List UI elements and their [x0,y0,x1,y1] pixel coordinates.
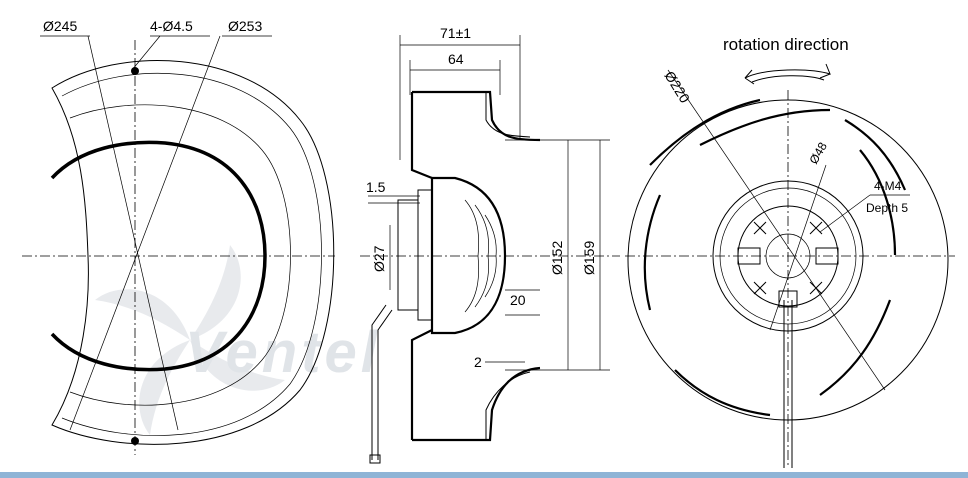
bottom-accent-bar [0,472,968,478]
right-hub-outer [712,180,864,332]
right-hub-slot-left [737,247,761,265]
label-d48: Ø48 [806,140,830,167]
label-d27: Ø27 [371,245,387,272]
right-impeller-blades [643,98,907,417]
left-inlet-opening [50,140,267,372]
mid-impeller-bottom-inner [485,371,531,440]
mid-motor-fins [464,199,497,313]
left-front-view: Ø245 4-Ø4.5 Ø253 [22,18,335,455]
label-d245: Ø245 [43,18,77,34]
right-hub-mid [719,187,857,325]
right-m4-holes [753,221,823,295]
mid-impeller-bottom [410,329,541,442]
label-w64: 64 [448,51,464,67]
left-mount-hole-bottom [131,437,139,445]
label-w71: 71±1 [440,25,471,41]
left-ring-outer [69,104,291,406]
right-hub-slot-bottom [778,290,798,308]
right-d48-leader [769,164,827,331]
mid-cable-end [369,454,381,464]
left-housing-inner-edge [61,72,322,436]
right-hub-slot-right [815,247,839,265]
left-holes-leader [131,35,161,71]
left-d245-leader [87,35,179,431]
right-m4-leader [819,194,871,233]
label-depth: Depth 5 [866,201,908,215]
left-mount-hole-top [131,67,139,75]
mid-motor-flange [417,189,433,321]
watermark: Ventel [95,245,377,435]
mid-impeller-top-inner [485,92,531,138]
label-holes: 4-Ø4.5 [150,18,193,34]
mid-shaft-plate [397,199,419,311]
label-d253: Ø253 [228,18,262,34]
label-d159: Ø159 [581,241,597,275]
label-g2: 2 [474,354,482,370]
label-d152: Ø152 [549,241,565,275]
right-d220-leader [667,69,886,391]
mid-impeller-top [410,90,541,180]
label-m4: 4-M4 [874,179,902,193]
left-d253-leader [69,35,221,431]
right-cable [783,300,793,468]
label-t15: 1.5 [366,179,386,195]
left-housing-outline [51,60,335,445]
mid-motor-body [430,176,507,335]
mid-cable [371,304,393,460]
right-outer-circle [627,99,949,421]
rotation-arrow-icon [744,63,831,85]
label-h20: 20 [510,292,526,308]
right-rear-view: rotation direction [625,35,955,468]
middle-side-view: 71±1 64 1.5 Ø27 Ø152 Ø159 [360,25,620,464]
label-rotation: rotation direction [723,35,849,54]
